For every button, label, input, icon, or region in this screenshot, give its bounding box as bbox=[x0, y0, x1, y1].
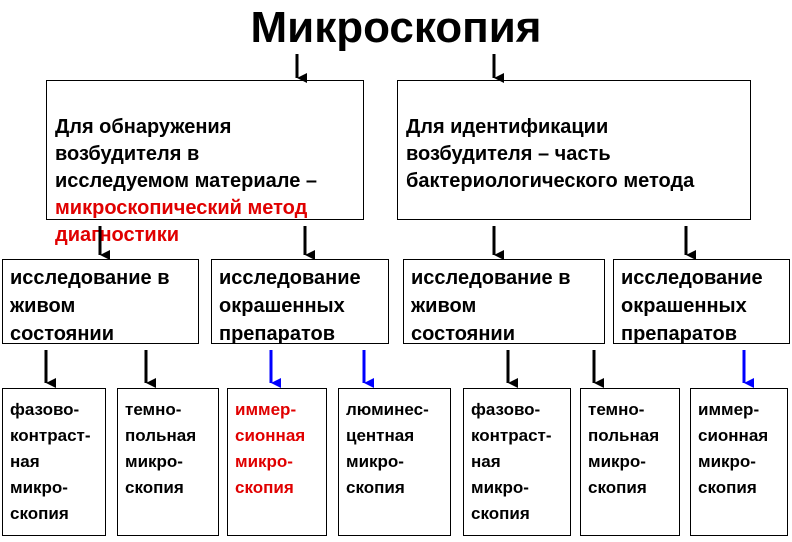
study-stained-1: исследование окрашенных препаратов bbox=[211, 259, 389, 345]
purpose-identification-text: Для идентификации возбудителя – часть ба… bbox=[406, 116, 695, 192]
purpose-box-identification: Для идентификации возбудителя – часть ба… bbox=[397, 80, 751, 220]
purpose-detection-highlight: микроскопический метод диагностики bbox=[55, 197, 308, 246]
study-live-2: исследование в живом состоянии bbox=[403, 259, 605, 345]
method-dark-field-1: темно- польная микро- скопия bbox=[117, 388, 219, 536]
method-immersion-1: иммер- сионная микро- скопия bbox=[227, 388, 327, 536]
method-immersion-2: иммер- сионная микро- скопия bbox=[690, 388, 788, 536]
method-luminescent: люминес- центная микро- скопия bbox=[338, 388, 451, 536]
study-live-1: исследование в живом состоянии bbox=[2, 259, 199, 345]
method-phase-contrast-1: фазово- контраст- ная микро- скопия bbox=[2, 388, 106, 536]
diagram-title: Микроскопия bbox=[250, 3, 542, 52]
method-phase-contrast-2: фазово- контраст- ная микро- скопия bbox=[463, 388, 571, 536]
purpose-detection-text: Для обнаружения возбудителя в исследуемо… bbox=[55, 116, 318, 192]
purpose-box-detection: Для обнаружения возбудителя в исследуемо… bbox=[46, 80, 364, 246]
study-stained-2: исследование окрашенных препаратов bbox=[613, 259, 790, 345]
method-dark-field-2: темно- польная микро- скопия bbox=[580, 388, 680, 536]
